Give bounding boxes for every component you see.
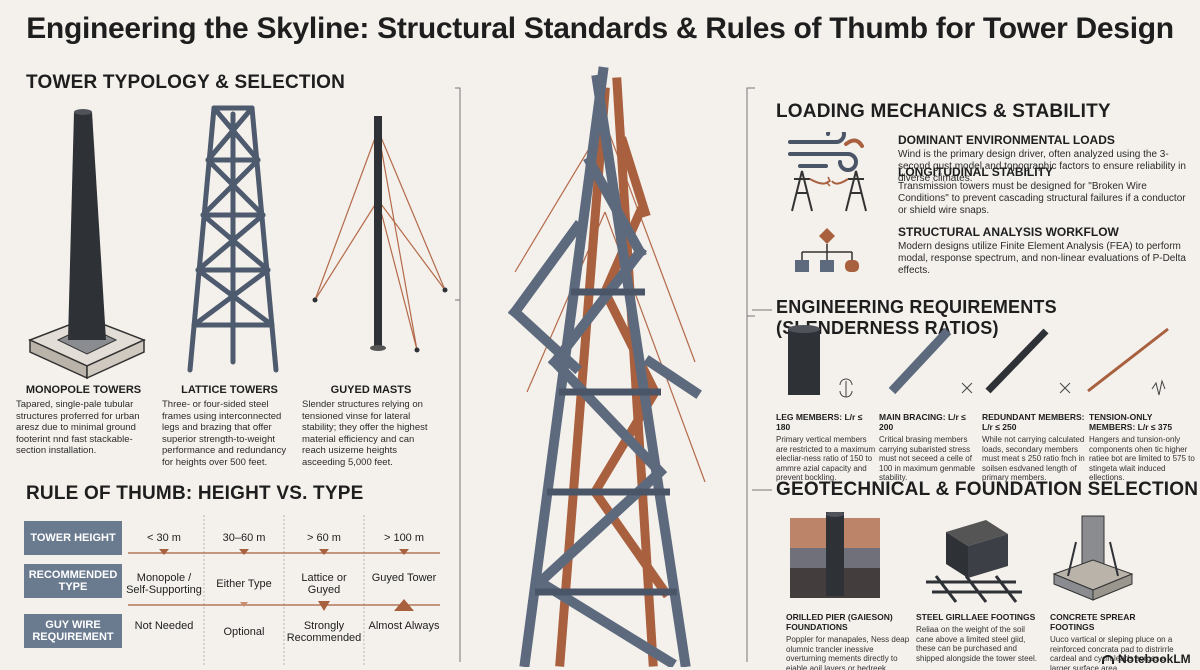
typology-item-text: Three- or four-sided steel frames using …	[162, 399, 287, 468]
loading-item-text: Modern designs utilize Finite Element An…	[898, 241, 1186, 276]
brand-badge: NotebookLM	[1102, 652, 1191, 666]
typology-item-lattice: LATTICE TOWERS Three- or four-sided stee…	[162, 384, 297, 468]
loading-item-text: Wind is the primary design driver, often…	[898, 149, 1186, 184]
foundation-steel-grillage: STEEL GIRLLAEE FOOTINGS Reliaa on the we…	[916, 612, 1040, 663]
requirement-text: Hangers and tunsion-only components ohen…	[1089, 435, 1195, 482]
loading-item-environmental: DOMINANT ENVIRONMENTAL LOADS Wind is the…	[898, 133, 1188, 185]
typology-item-text: Tapared, single-pale tubular structures …	[16, 399, 140, 456]
typology-item-title: LATTICE TOWERS	[181, 384, 278, 396]
foundation-illustrations	[790, 512, 1134, 603]
flowchart-icon	[795, 228, 859, 272]
lattice-tower-illustration	[187, 105, 279, 373]
typology-item-title: MONOPOLE TOWERS	[25, 384, 142, 396]
requirement-text: Critical brasing members carrying subari…	[879, 435, 976, 482]
requirement-redundant-members: REDUNDANT MEMBERS: L/r ≤ 250 While not c…	[982, 412, 1086, 483]
typology-item-monopole: MONOPOLE TOWERS Tapared, single-pale tub…	[16, 384, 151, 457]
requirement-title: TENSION-ONLY MEMBERS: L/r ≤ 375	[1089, 412, 1173, 432]
loading-item-longitudinal: LONGITUDINAL STABILITY Transmission towe…	[898, 165, 1188, 217]
loading-item-title: LONGITUDINAL STABILITY	[898, 165, 1053, 179]
height-cell: 30–60 m	[222, 532, 266, 544]
loading-heading: LOADING MECHANICS & STABILITY	[776, 101, 1111, 122]
loading-item-text: Transmission towers must be designed for…	[898, 181, 1186, 216]
central-tower-illustration	[455, 66, 755, 667]
requirement-title: LEG MEMBERS: L/r ≤ 180	[776, 412, 863, 432]
height-cell: > 100 m	[383, 532, 425, 544]
foundation-title: STEEL GIRLLAEE FOOTINGS	[916, 612, 1036, 622]
guy-cell: Not Needed	[134, 620, 194, 632]
height-cell: < 30 m	[147, 532, 181, 544]
type-cell: Guyed Tower	[371, 572, 437, 584]
member-illustrations	[788, 325, 1169, 398]
foundation-title: ORILLED PIER (GAIESON) FOUNDATIONS	[786, 612, 893, 632]
brand-name: NotebookLM	[1118, 652, 1191, 666]
height-cell: > 60 m	[307, 532, 341, 544]
foundation-drilled-pier: ORILLED PIER (GAIESON) FOUNDATIONS Poppl…	[786, 612, 910, 670]
notebooklm-logo-icon	[1102, 654, 1114, 664]
row-label-guy: GUY WIRE REQUIREMENT	[24, 614, 122, 648]
requirement-title: REDUNDANT MEMBERS: L/r ≤ 250	[982, 412, 1085, 432]
typology-heading: TOWER TYPOLOGY & SELECTION	[26, 72, 346, 93]
requirement-main-bracing: MAIN BRACING: L/r ≤ 200 Critical brasing…	[879, 412, 979, 483]
requirement-text: Primary vertical members are restricted …	[776, 435, 876, 482]
typology-item-text: Slender structures relying on tensioned …	[302, 399, 428, 468]
type-cell: Either Type	[216, 578, 272, 590]
foundation-text: Reliaa on the weight of the soil cane ab…	[916, 625, 1037, 663]
requirement-leg-members: LEG MEMBERS: L/r ≤ 180 Primary vertical …	[776, 412, 876, 483]
guyed-mast-illustration	[312, 116, 448, 353]
transmission-tower-icon	[791, 170, 867, 212]
geotech-heading: GEOTECHNICAL & FOUNDATION SELECTION	[776, 479, 1199, 500]
guy-cell: Strongly Recommended	[286, 620, 362, 644]
type-cell: Monopole / Self-Supporting	[126, 572, 202, 596]
rule-table	[0, 0, 1, 1]
type-cell: Lattice or Guyed	[301, 572, 347, 596]
typology-item-guyed: GUYED MASTS Slender structures relying o…	[302, 384, 440, 468]
wind-icon	[788, 132, 864, 172]
foundation-title: CONCRETE SPREAR FOOTINGS	[1050, 612, 1136, 632]
foundation-text: Poppler for manapales, Ness deap olumnic…	[786, 635, 910, 670]
row-label-height: TOWER HEIGHT	[24, 521, 122, 555]
loading-item-title: DOMINANT ENVIRONMENTAL LOADS	[898, 133, 1115, 147]
section-connectors	[752, 309, 772, 491]
rule-heading: RULE OF THUMB: HEIGHT VS. TYPE	[26, 483, 364, 504]
page-title: Engineering the Skyline: Structural Stan…	[26, 12, 1174, 45]
rule-table-grid	[128, 515, 440, 665]
row-label-type: RECOMMENDED TYPE	[24, 564, 122, 598]
requirement-text: While not carrying calculated loads, sec…	[982, 435, 1085, 482]
requirements-heading: ENGINEERING REQUIREMENTS (SLENDERNESS RA…	[776, 297, 1057, 338]
guy-cell: Almost Always	[368, 620, 440, 632]
loading-item-workflow: STRUCTURAL ANALYSIS WORKFLOW Modern desi…	[898, 225, 1188, 277]
requirement-tension-only: TENSION-ONLY MEMBERS: L/r ≤ 375 Hangers …	[1089, 412, 1195, 483]
monopole-tower-illustration	[28, 109, 146, 380]
guy-cell: Optional	[223, 626, 265, 638]
typology-item-title: GUYED MASTS	[330, 384, 412, 396]
loading-item-title: STRUCTURAL ANALYSIS WORKFLOW	[898, 225, 1119, 239]
requirement-title: MAIN BRACING: L/r ≤ 200	[879, 412, 966, 432]
